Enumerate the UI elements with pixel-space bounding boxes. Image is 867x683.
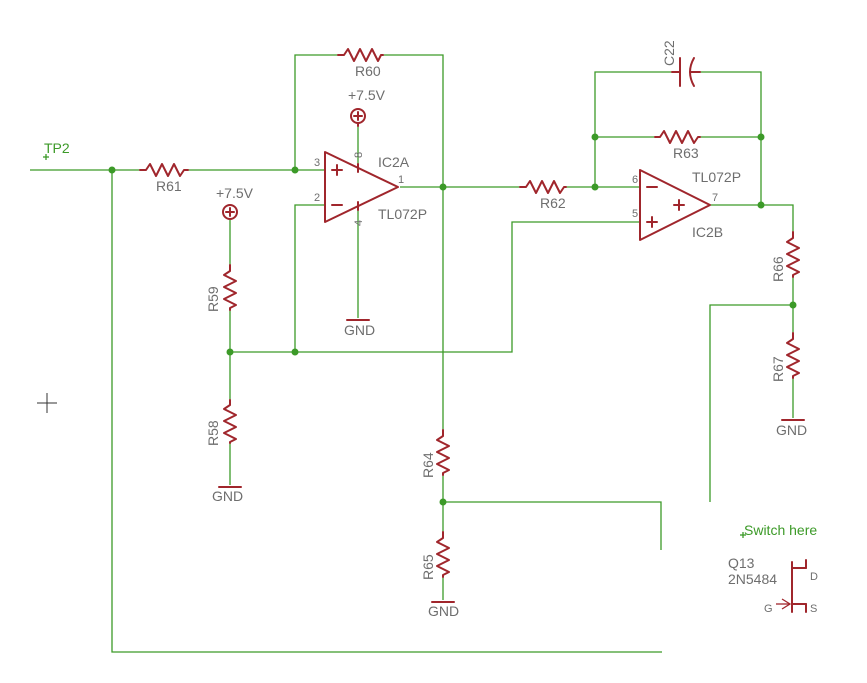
c22-label: C22: [661, 40, 677, 66]
junction-dot: [226, 348, 234, 356]
ic2a-part-label: TL072P: [378, 206, 427, 222]
resistor-r62[interactable]: R62: [519, 180, 567, 211]
gnd-ic2a-label: GND: [344, 322, 375, 338]
ground-r58: GND: [212, 486, 243, 504]
ic2b-label: IC2B: [692, 224, 723, 240]
resistor-r65[interactable]: R65: [420, 531, 450, 580]
q13-part-label: 2N5484: [728, 571, 777, 587]
r59-label: R59: [205, 286, 221, 312]
ic2a-pin3: 3: [314, 157, 320, 169]
ic2b-part-label: TL072P: [692, 169, 741, 185]
q13-pin-d: D: [810, 571, 818, 583]
switch-note: Switch here: [740, 522, 817, 538]
ic2b-pin6: 6: [632, 174, 638, 186]
junction-dot: [789, 301, 797, 309]
resistor-r60[interactable]: R60: [337, 48, 384, 79]
r63-label: R63: [673, 145, 699, 161]
gnd-r65-label: GND: [428, 603, 459, 619]
r66-label: R66: [770, 256, 786, 282]
junctions: [108, 133, 797, 506]
junction-dot: [757, 201, 765, 209]
switch-here-label: Switch here: [744, 522, 817, 538]
supply-ic2a: +7.5V: [348, 87, 386, 127]
resistor-r64[interactable]: R64: [420, 429, 450, 478]
junction-dot: [291, 166, 299, 174]
r60-label: R60: [355, 63, 381, 79]
opamp-ic2b[interactable]: TL072P IC2B 6 5 7: [632, 169, 741, 241]
ic2a-label: IC2A: [378, 154, 410, 170]
junction-dot: [757, 133, 765, 141]
gnd-r58-label: GND: [212, 488, 243, 504]
crosshair-cursor-icon: [37, 393, 57, 413]
r61-label: R61: [156, 178, 182, 194]
resistor-r58[interactable]: R58: [205, 399, 237, 446]
opamp-ic2a[interactable]: IC2A TL072P 3 2 1 8 4: [314, 151, 427, 226]
gnd-r67-label: GND: [776, 422, 807, 438]
junction-dot: [108, 166, 116, 174]
r58-label: R58: [205, 420, 221, 446]
ic2b-pin7: 7: [712, 192, 718, 204]
junction-dot: [591, 183, 599, 191]
resistor-r59[interactable]: R59: [205, 264, 237, 312]
supply-ic2a-label: +7.5V: [348, 87, 386, 103]
q13-pin-s: S: [810, 603, 817, 615]
r65-label: R65: [420, 554, 436, 580]
q13-pin-g: G: [764, 603, 773, 615]
tp2-label: TP2: [44, 140, 70, 156]
resistor-r63[interactable]: R63: [654, 130, 701, 161]
junction-dot: [591, 133, 599, 141]
ic2a-pin2: 2: [314, 192, 320, 204]
ground-ic2a: GND: [344, 319, 375, 338]
q13-label: Q13: [728, 555, 755, 571]
ic2a-pin1: 1: [398, 174, 404, 186]
r67-label: R67: [770, 356, 786, 382]
r62-label: R62: [540, 195, 566, 211]
ground-r65: GND: [428, 601, 459, 619]
ground-r67: GND: [776, 419, 807, 438]
junction-dot: [439, 498, 447, 506]
ic2b-pin5: 5: [632, 208, 638, 220]
jfet-q13[interactable]: Q13 2N5484 D S G: [728, 555, 818, 615]
supply-r59-label: +7.5V: [216, 185, 254, 201]
r64-label: R64: [420, 452, 436, 478]
resistor-r66[interactable]: R66: [770, 231, 800, 282]
ic2a-pin8: 8: [353, 152, 365, 158]
junction-dot: [439, 183, 447, 191]
tp2-marker: TP2: [43, 140, 70, 160]
capacitor-c22[interactable]: C22: [661, 40, 701, 87]
junction-dot: [291, 348, 299, 356]
resistor-r61[interactable]: R61: [139, 163, 189, 194]
supply-r59: +7.5V: [216, 185, 254, 220]
resistor-r67[interactable]: R67: [770, 332, 800, 382]
ic2a-pin4: 4: [353, 220, 365, 226]
